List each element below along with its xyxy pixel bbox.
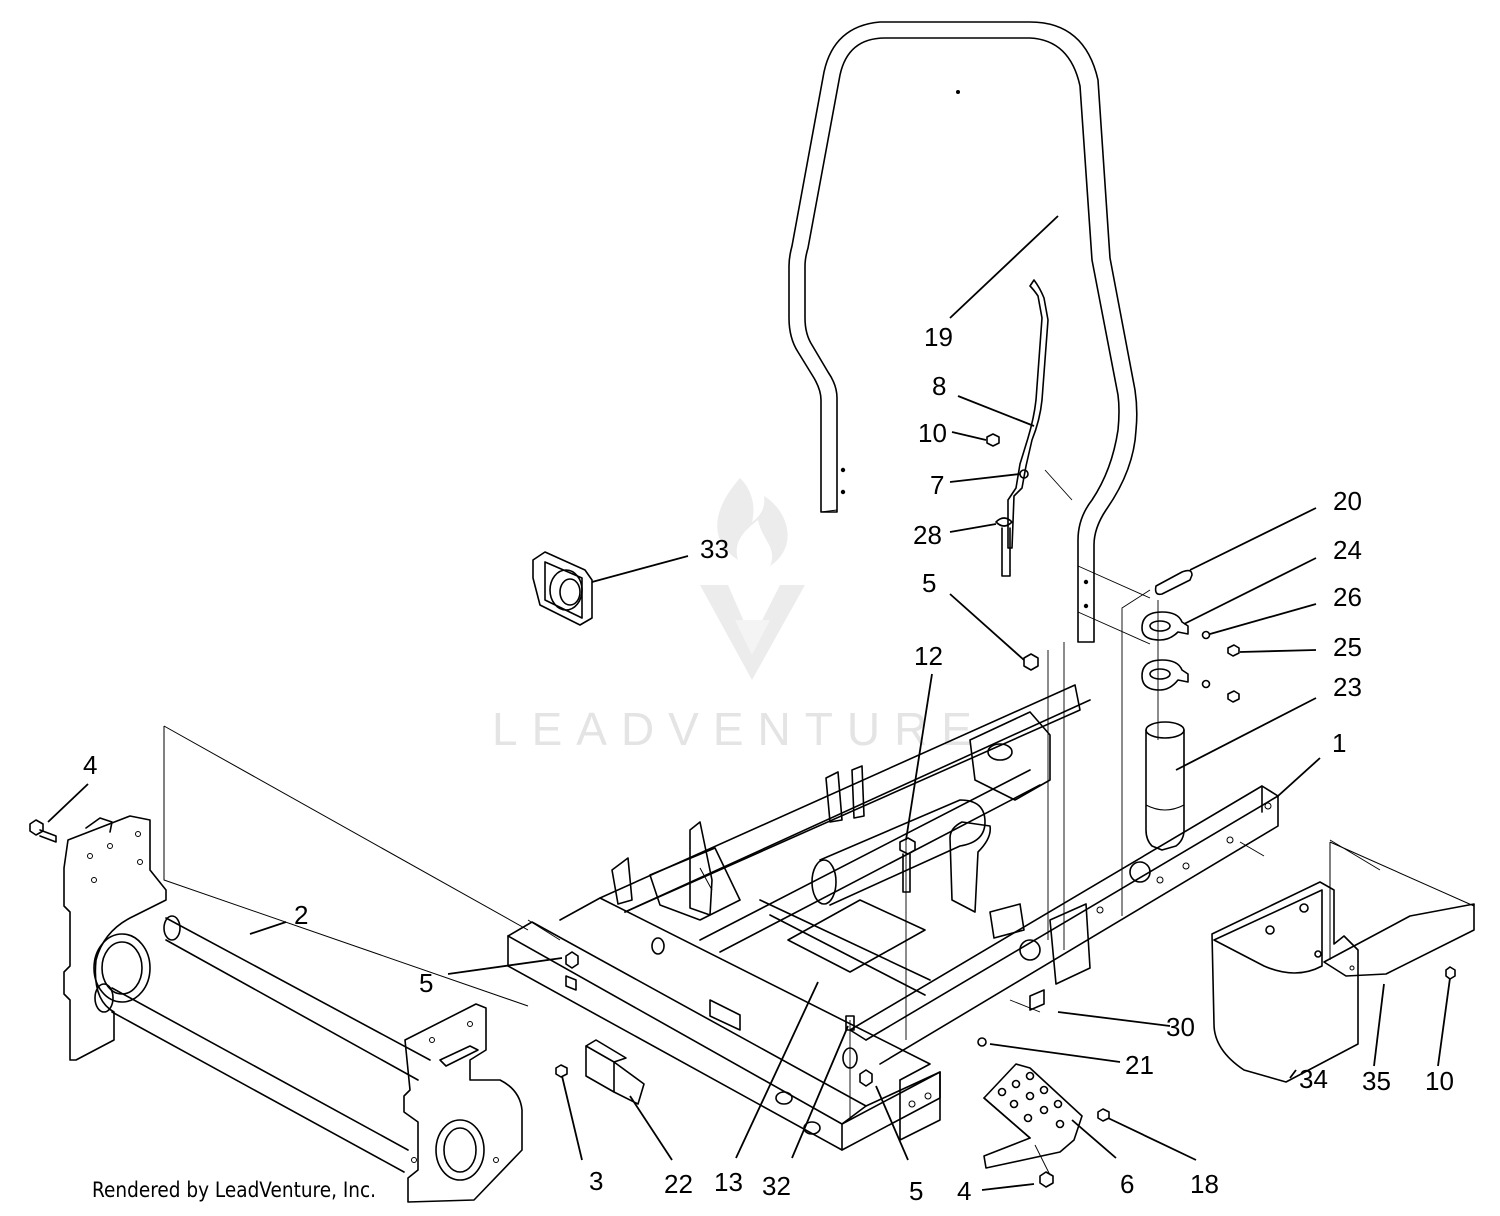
callout-labels: 19 8 10 7 28 33 20 24 26 25 23 5 12 1 4 … — [83, 322, 1454, 1206]
callout-20: 20 — [1333, 486, 1362, 516]
spring-28 — [995, 517, 1013, 577]
render-credit: Rendered by LeadVenture, Inc. — [92, 1178, 377, 1202]
callout-10: 10 — [918, 418, 947, 448]
hinge-bracket-24 — [1141, 611, 1189, 691]
callout-2: 2 — [294, 900, 308, 930]
callout-34: 34 — [1299, 1064, 1328, 1094]
callout-21: 21 — [1125, 1050, 1154, 1080]
bolt-12 — [899, 837, 916, 893]
callout-30: 30 — [1166, 1012, 1195, 1042]
callout-28: 28 — [913, 520, 942, 550]
latch-rod — [1007, 279, 1049, 549]
roll-bar — [788, 21, 1138, 643]
plate-35 — [1323, 841, 1475, 977]
callout-10: 10 — [1425, 1066, 1454, 1096]
callout-24: 24 — [1333, 535, 1362, 565]
washer-21 — [977, 1037, 987, 1047]
callout-3: 3 — [589, 1166, 603, 1196]
callout-35: 35 — [1362, 1066, 1391, 1096]
callout-19: 19 — [924, 322, 953, 352]
callout-4: 4 — [83, 750, 97, 780]
leader-lines — [47, 215, 1451, 1191]
bolt-18 — [1097, 1108, 1110, 1122]
main-frame — [507, 684, 1279, 1151]
callout-18: 18 — [1190, 1169, 1219, 1199]
callout-5: 5 — [922, 568, 936, 598]
watermark-logo — [700, 478, 805, 680]
callout-5: 5 — [419, 968, 433, 998]
screw-10 — [1445, 966, 1456, 980]
callout-32: 32 — [762, 1171, 791, 1201]
front-axle-assembly — [63, 725, 529, 1203]
callout-22: 22 — [664, 1169, 693, 1199]
callout-1: 1 — [1332, 728, 1346, 758]
callout-6: 6 — [1120, 1169, 1134, 1199]
bracket-33 — [532, 551, 593, 626]
callout-12: 12 — [914, 641, 943, 671]
callout-33: 33 — [700, 534, 729, 564]
centerlines — [527, 469, 1381, 1176]
callout-4: 4 — [957, 1176, 971, 1206]
callout-25: 25 — [1333, 632, 1362, 662]
cover-34 — [1211, 881, 1359, 1083]
bolt-4-lower — [1039, 1171, 1054, 1188]
washers-26 — [1201, 630, 1211, 689]
pivot-pin-20 — [1154, 569, 1193, 596]
bracket-22 — [585, 1039, 645, 1105]
callout-5: 5 — [909, 1176, 923, 1206]
watermark-text: LEADVENTURE — [492, 703, 986, 755]
callout-7: 7 — [930, 470, 944, 500]
bolt-4-left — [29, 819, 57, 843]
post-sleeve-23 — [1145, 721, 1185, 851]
decal-30 — [1029, 989, 1045, 1011]
lock-nut-10 — [986, 433, 1000, 447]
lock-nut-5-upper — [1023, 653, 1039, 671]
step-plate-6 — [983, 1063, 1083, 1169]
callout-8: 8 — [932, 371, 946, 401]
bolt-3 — [555, 1064, 568, 1078]
callout-26: 26 — [1333, 582, 1362, 612]
callout-13: 13 — [714, 1167, 743, 1197]
callout-23: 23 — [1333, 672, 1362, 702]
bolts-25 — [1227, 644, 1240, 703]
